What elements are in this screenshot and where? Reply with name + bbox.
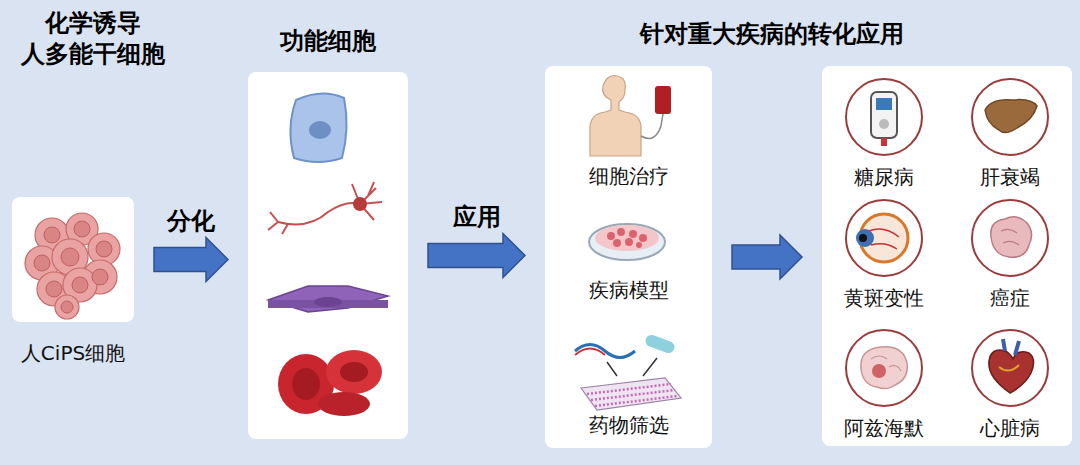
application-icons-part	[617, 228, 625, 236]
disease-circle: 糖尿病	[845, 78, 923, 156]
heart-icon-part	[989, 350, 1034, 393]
application-icons-part	[625, 238, 633, 246]
functional-cells-part	[268, 286, 388, 312]
node-text: 黄斑变性	[797, 285, 971, 311]
application-icons-part	[644, 333, 676, 355]
functional-cells-part	[290, 93, 346, 162]
ips-cell-cluster-part	[92, 269, 108, 285]
ips-cell-cluster-part	[96, 241, 112, 257]
ips-cell-cluster	[12, 197, 134, 322]
glucose-meter-icon-part	[879, 119, 889, 129]
application-icons-part	[641, 126, 661, 138]
liver-icon	[973, 80, 1047, 154]
ips-cell-cluster-part	[34, 255, 50, 271]
node-text: 心脏病	[923, 415, 1080, 441]
node-text: 阿兹海默	[797, 415, 971, 441]
liver-icon-part	[985, 100, 1037, 133]
disease-circle: 癌症	[971, 199, 1049, 277]
block-arrow	[154, 238, 228, 282]
node-text: 糖尿病	[797, 164, 971, 190]
ips-cell-cluster-part	[46, 281, 62, 297]
application-icons-part	[607, 228, 647, 248]
glucose-meter-icon	[847, 80, 921, 154]
functional-cells-part	[278, 203, 360, 224]
node-text: 疾病模型	[495, 277, 762, 303]
functional-cells-part	[292, 368, 320, 400]
node-text: 癌症	[923, 285, 1080, 311]
application-icons-part	[590, 76, 641, 156]
application-icons-part	[595, 225, 659, 251]
brain-icon-part	[861, 347, 907, 389]
application-icons-part	[589, 224, 665, 260]
application-icons-part	[636, 242, 642, 248]
edge-label: 分化	[167, 206, 215, 237]
glucose-meter-icon-part	[871, 92, 897, 138]
block-arrow	[428, 234, 525, 278]
functional-cells-part	[268, 212, 288, 234]
eye-icon-part	[859, 234, 867, 242]
disease-circle: 肝衰竭	[971, 78, 1049, 156]
application-icons-part	[607, 232, 615, 240]
disease-circle: 心脏病	[971, 329, 1049, 407]
disease-circle: 黄斑变性	[845, 199, 923, 277]
application-icons-part	[613, 239, 621, 247]
node-text: 人CiPS细胞	[0, 340, 184, 366]
functional-cells	[248, 72, 408, 439]
functional-cells-part	[352, 182, 382, 220]
diagram-title: 化学诱导 人多能干细胞	[14, 8, 172, 70]
brain-icon-part	[872, 364, 886, 378]
functional-cells-part	[326, 350, 382, 394]
ips-cell-cluster-part	[74, 221, 90, 237]
functional-cells-part	[340, 362, 368, 382]
application-icons-part	[587, 384, 677, 406]
application-icons-part	[655, 86, 671, 114]
ips-cell-cluster-part	[34, 221, 112, 313]
heart-icon	[973, 331, 1047, 405]
node-text: 功能细胞	[198, 26, 458, 57]
application-icons-part	[575, 349, 605, 356]
tumor-icon-part	[1001, 229, 1019, 245]
cell-panel: 功能细胞	[248, 72, 408, 439]
ips-cell-cluster-part	[61, 301, 73, 313]
eye-icon-part	[856, 229, 874, 247]
application-icons	[545, 66, 712, 448]
application-icons-part	[575, 345, 635, 358]
block-arrow	[732, 235, 802, 279]
functional-cells-part	[353, 197, 367, 211]
functional-cells-part	[318, 392, 370, 416]
edge-label: 应用	[453, 202, 501, 233]
ips-cell-cluster-part	[44, 227, 60, 243]
application-icons-part	[607, 358, 657, 376]
functional-cells-part	[268, 182, 382, 234]
functional-cells-part	[309, 121, 331, 139]
heart-icon-part	[1003, 339, 1019, 355]
application-icons-part	[629, 230, 637, 238]
eye-icon	[847, 201, 921, 275]
disease-circle: 阿兹海默	[845, 329, 923, 407]
application-icons-part	[639, 234, 647, 242]
application-icons-part	[661, 114, 663, 126]
node-text: 细胞治疗	[495, 163, 762, 189]
glucose-meter-icon-part	[881, 138, 887, 146]
tumor-icon-part	[991, 217, 1032, 258]
node-text: 药物筛选	[495, 412, 762, 438]
brain-icon-part	[871, 356, 901, 371]
glucose-meter-icon-part	[876, 98, 892, 110]
section-heading: 针对重大疾病的转化应用	[640, 19, 904, 50]
tumor-icon	[973, 201, 1047, 275]
application-panel: 细胞治疗疾病模型药物筛选	[545, 66, 712, 448]
ips-cell-cluster-part	[55, 295, 79, 319]
cell-box: 人CiPS细胞	[12, 197, 134, 322]
node-text: 肝衰竭	[923, 164, 1080, 190]
ips-cell-cluster-part	[61, 248, 79, 266]
brain-icon	[847, 331, 921, 405]
application-icons-part	[581, 378, 681, 410]
ips-cell-cluster-part	[25, 213, 120, 319]
functional-cells-part	[314, 297, 342, 307]
ips-cell-cluster-part	[72, 277, 88, 293]
heart-icon-part	[999, 365, 1019, 371]
disease-panel: 糖尿病 肝衰竭 黄斑变性 癌症 阿兹海默 心脏病	[822, 66, 1072, 446]
